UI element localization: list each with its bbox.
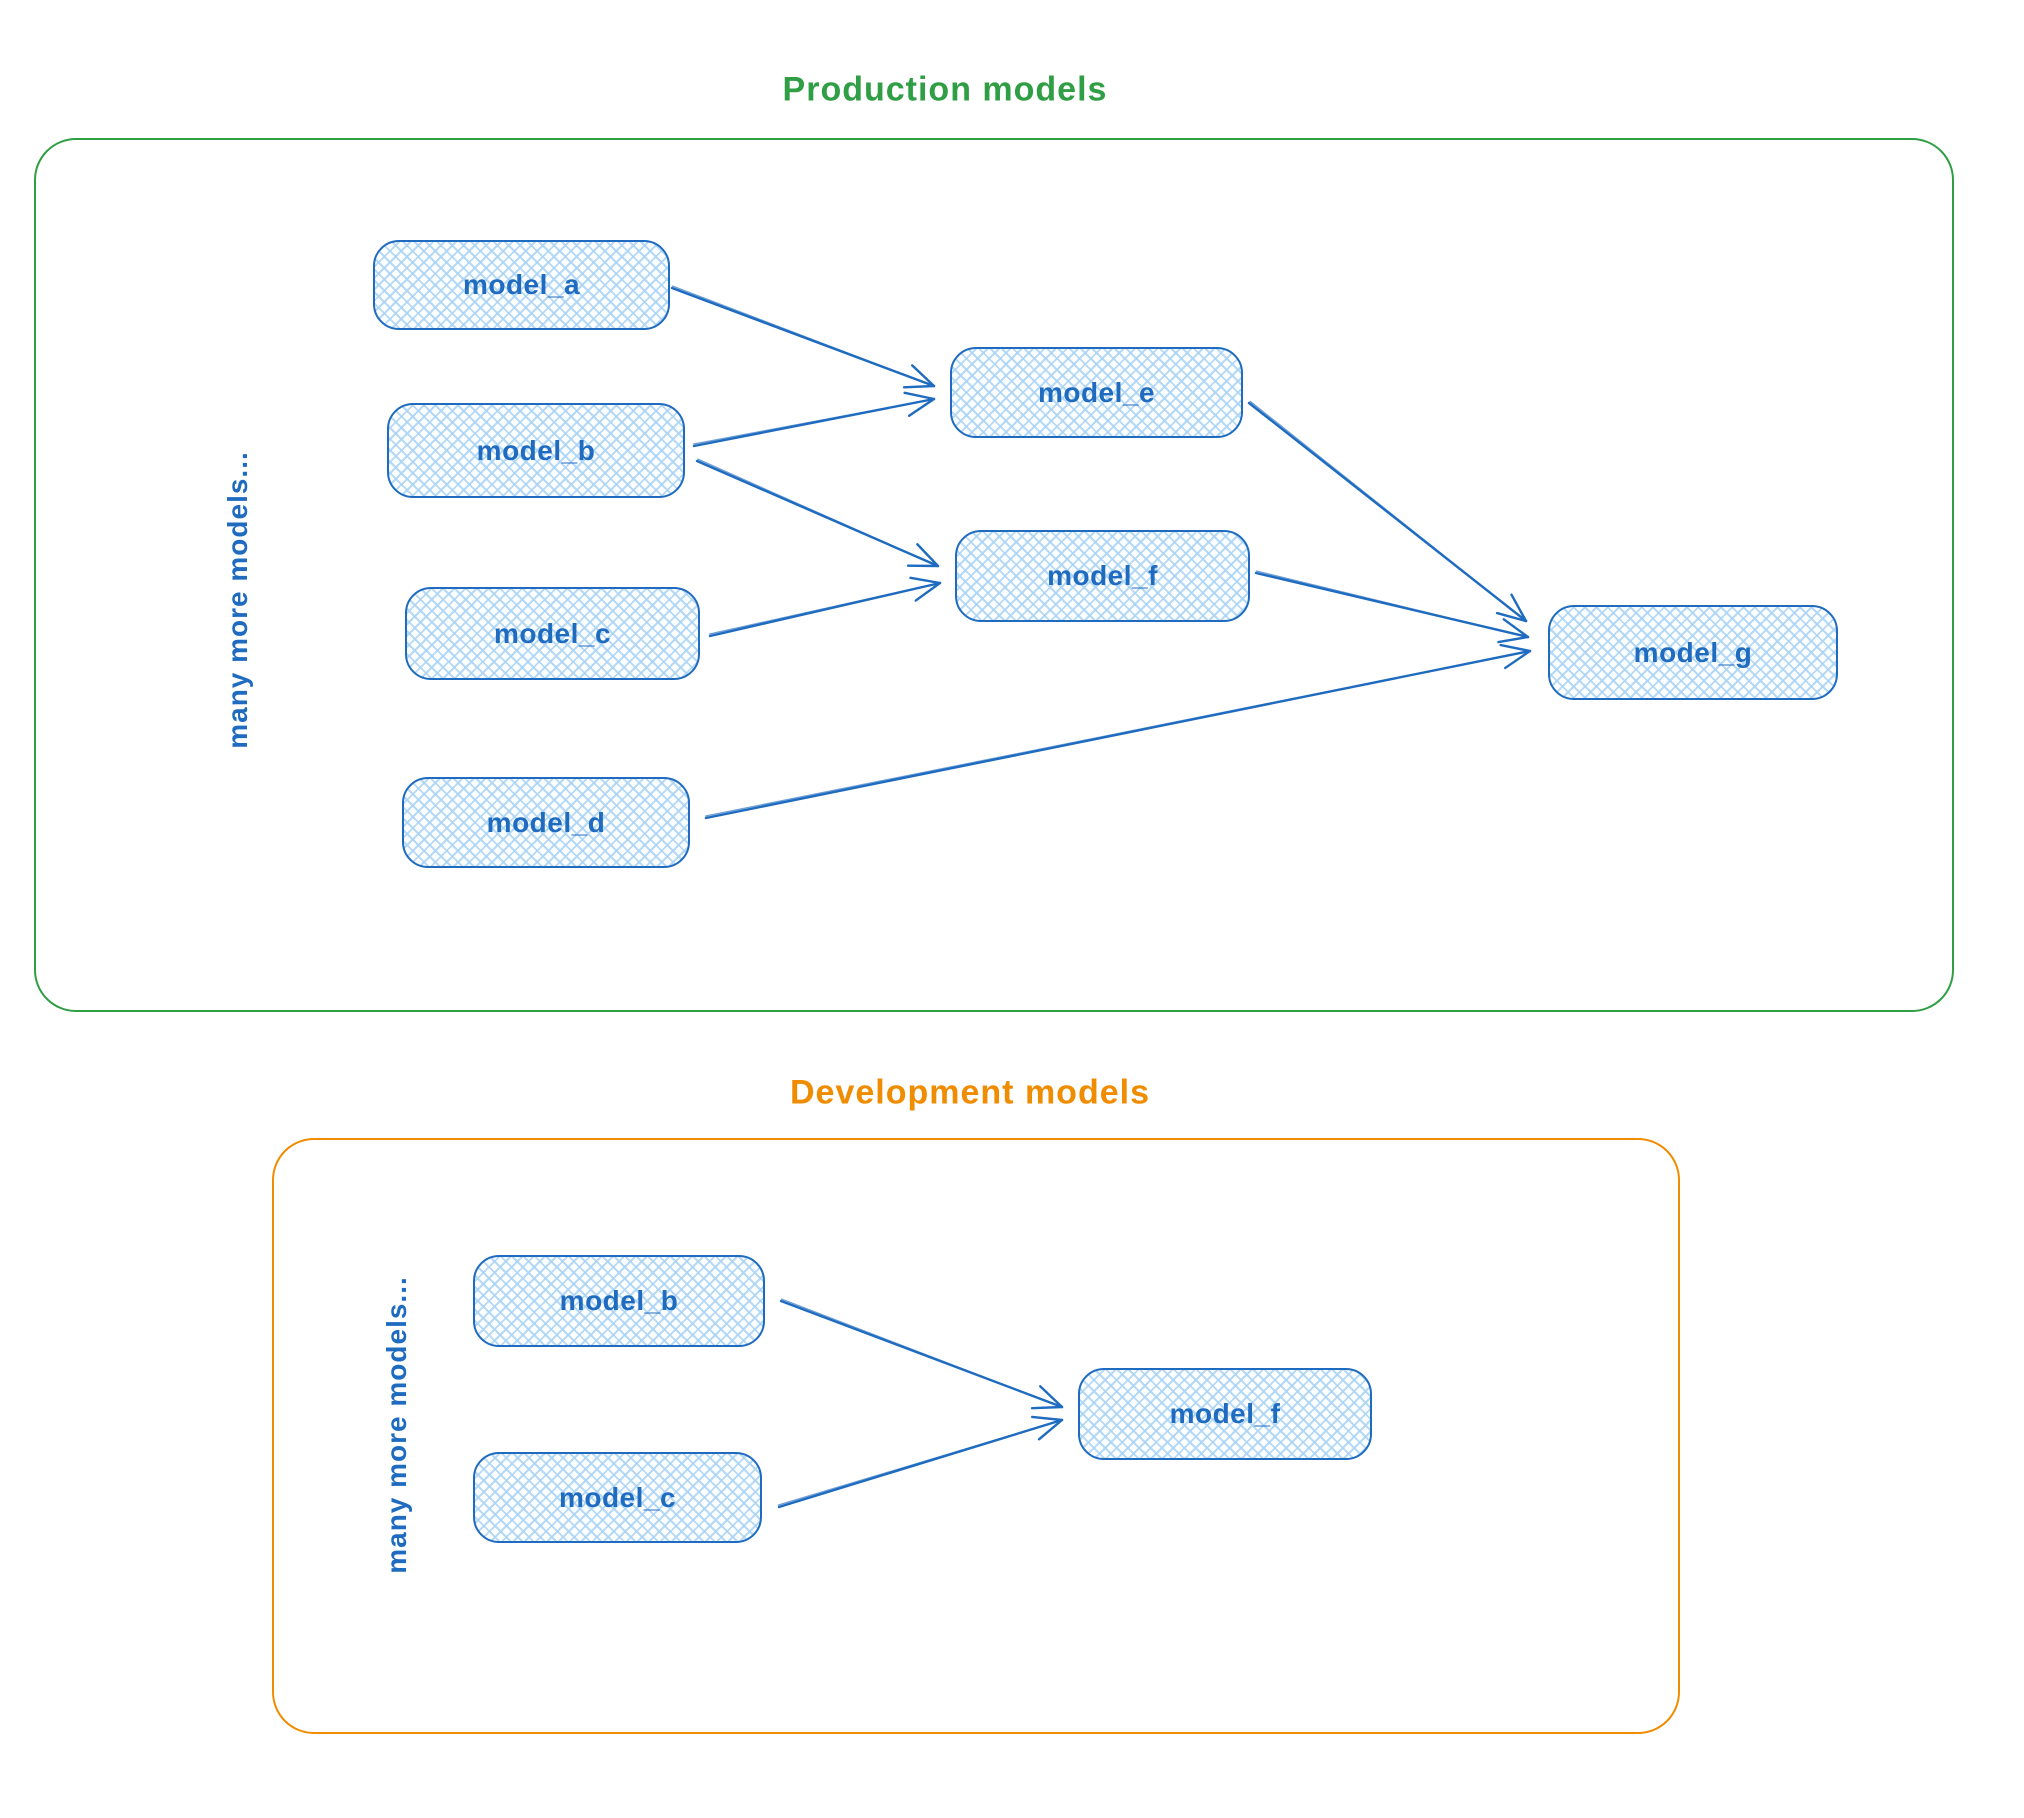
node-label: model_b xyxy=(559,1285,679,1316)
development-side-label: many more models... xyxy=(381,1276,412,1574)
node-label: model_e xyxy=(1037,376,1156,408)
node-label: model_c xyxy=(493,617,612,649)
node-label: model_c xyxy=(558,1481,677,1513)
production-node-model-a: model_a xyxy=(373,240,670,330)
production-models-title: Production models xyxy=(782,70,1108,109)
production-node-model-d: model_d xyxy=(402,777,690,868)
node-label: model_g xyxy=(1633,636,1753,668)
production-node-model-e: model_e xyxy=(950,347,1243,438)
node-label: model_f xyxy=(1169,1398,1281,1429)
development-models-frame xyxy=(272,1138,1680,1734)
development-node-model-f: model_f xyxy=(1078,1368,1372,1460)
production-node-model-b: model_b xyxy=(387,403,685,498)
node-label: model_f xyxy=(1047,560,1158,591)
production-models-frame xyxy=(34,138,1954,1012)
development-node-model-b: model_b xyxy=(473,1255,765,1347)
node-label: model_d xyxy=(486,806,606,838)
development-models-title: Development models xyxy=(790,1073,1150,1112)
production-side-label: many more models... xyxy=(222,451,253,749)
node-label: model_b xyxy=(476,434,596,466)
development-node-model-c: model_c xyxy=(473,1452,762,1543)
production-node-model-c: model_c xyxy=(405,587,700,680)
node-label: model_a xyxy=(462,269,581,300)
production-node-model-g: model_g xyxy=(1548,605,1838,700)
production-node-model-f: model_f xyxy=(955,530,1250,622)
